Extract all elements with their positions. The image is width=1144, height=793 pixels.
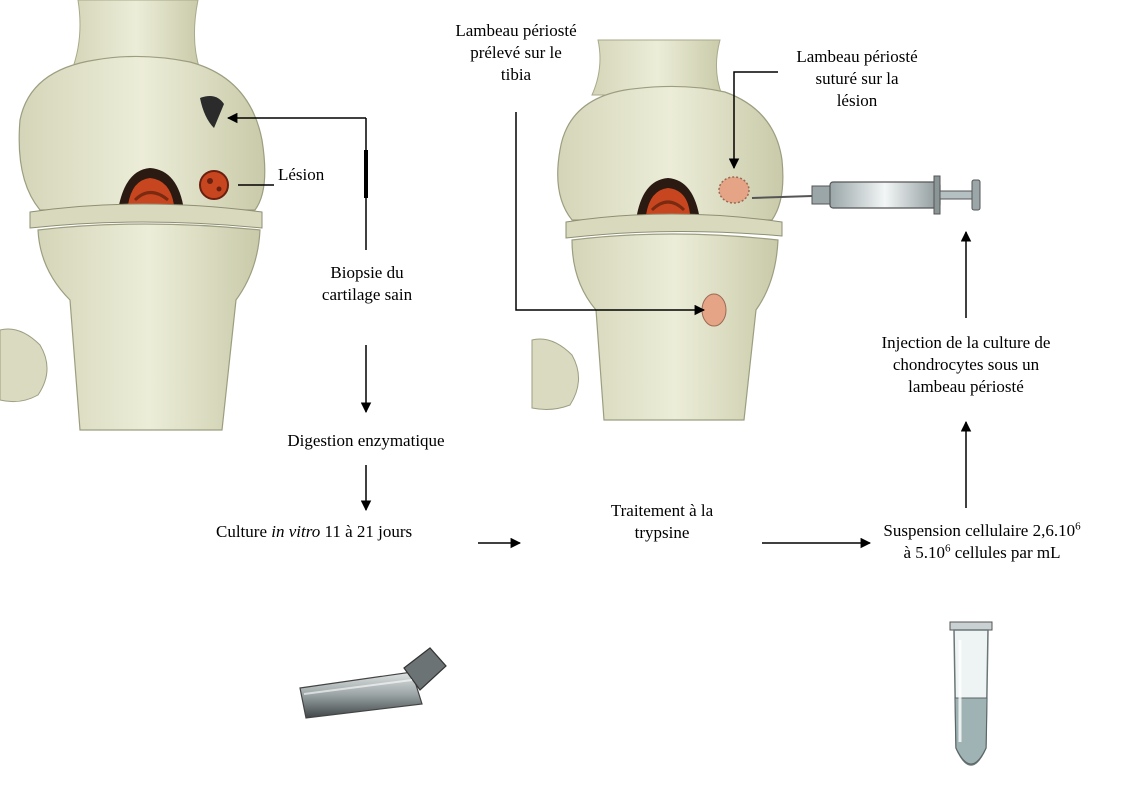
flap-sutured-line2: suturé sur la: [782, 68, 932, 90]
suspension-line1-exp: 6: [1075, 520, 1081, 532]
culture-suffix: 11 à 21 jours: [320, 522, 412, 541]
culture-prefix: Culture: [216, 522, 271, 541]
digestion-label: Digestion enzymatique: [266, 430, 466, 452]
injection-line3: lambeau périosté: [860, 376, 1072, 398]
right-knee-illustration: [532, 40, 783, 420]
test-tube-icon: [950, 622, 992, 765]
biopsy-line1: Biopsie du: [300, 262, 434, 284]
trypsin-label: Traitement à la trypsine: [592, 500, 732, 544]
trypsin-line1: Traitement à la: [592, 500, 732, 522]
injection-label: Injection de la culture de chondrocytes …: [860, 332, 1072, 398]
suspension-line2-suffix: cellules par mL: [951, 543, 1061, 562]
left-knee-illustration: [0, 0, 265, 430]
flap-harvest-line2: prélevé sur le: [426, 42, 606, 64]
flap-sutured-line1: Lambeau périosté: [782, 46, 932, 68]
culture-italic: in vitro: [271, 522, 320, 541]
flap-harvest-line1: Lambeau périosté: [426, 20, 606, 42]
biopsy-label: Biopsie du cartilage sain: [300, 262, 434, 306]
lesion-label: Lésion: [278, 164, 324, 186]
trypsin-line2: trypsine: [592, 522, 732, 544]
flap-sutured-line3: lésion: [782, 90, 932, 112]
suspension-line2: à 5.106 cellules par mL: [874, 542, 1090, 564]
digestion-text: Digestion enzymatique: [287, 431, 444, 450]
flap-sutured-label: Lambeau périosté suturé sur la lésion: [782, 46, 932, 112]
injection-line1: Injection de la culture de: [860, 332, 1072, 354]
suspension-label: Suspension cellulaire 2,6.106 à 5.106 ce…: [874, 520, 1090, 564]
lesion-text: Lésion: [278, 165, 324, 184]
injection-line2: chondrocytes sous un: [860, 354, 1072, 376]
flap-harvest-label: Lambeau périosté prélevé sur le tibia: [426, 20, 606, 86]
suspension-line2-text: à 5.10: [903, 543, 945, 562]
flap-harvest-line3: tibia: [426, 64, 606, 86]
suspension-line1-text: Suspension cellulaire 2,6.10: [883, 521, 1075, 540]
syringe-icon: [752, 176, 980, 214]
biopsy-line2: cartilage sain: [300, 284, 434, 306]
culture-label: Culture in vitro 11 à 21 jours: [216, 521, 472, 543]
culture-flask-icon: [300, 648, 446, 718]
suspension-line1: Suspension cellulaire 2,6.106: [874, 520, 1090, 542]
